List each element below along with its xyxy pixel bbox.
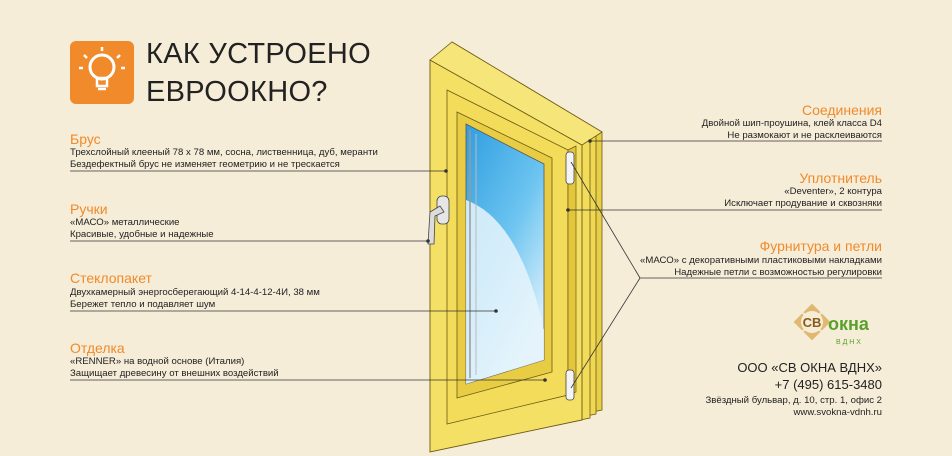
brus-line-1: Трехслойный клееный 78 х 78 мм, сосна, л… — [70, 147, 378, 158]
company-address: Звёздный бульвар, д. 10, стр. 1, офис 2 — [705, 395, 882, 406]
title-line-1: КАК УСТРОЕНО — [146, 38, 372, 70]
label-uplotnitel: Уплотнитель — [799, 170, 882, 186]
company-phone: +7 (495) 615-3480 — [774, 377, 882, 392]
title-line-2: ЕВРООКНО? — [146, 76, 328, 108]
soedineniya-line-2: Не размокают и не расклеиваются — [727, 130, 882, 141]
company-name: ООО «СВ ОКНА ВДНХ» — [737, 360, 882, 375]
uplotnitel-line-1: «Deventer», 2 контура — [784, 186, 882, 197]
company-logo: СВ окна В Д Н Х — [792, 300, 884, 350]
furnitura-line-2: Надежные петли с возможностью регулировк… — [674, 267, 882, 278]
steklopaket-line-2: Бережет тепло и подавляет шум — [70, 299, 216, 310]
soedineniya-line-1: Двойной шип-проушина, клей класса D4 — [701, 118, 882, 129]
label-furnitura: Фурнитура и петли — [759, 238, 882, 254]
logo-sv: СВ — [803, 315, 822, 330]
brus-line-2: Бездефектный брус не изменяет геометрию … — [70, 159, 340, 170]
uplotnitel-line-2: Исключает продувание и сквозняки — [724, 198, 882, 209]
logo-vdnh: В Д Н Х — [836, 339, 861, 346]
company-website[interactable]: www.svokna-vdnh.ru — [793, 407, 882, 418]
otdelka-line-2: Защищает древесину от внешних воздействи… — [70, 368, 279, 379]
label-ruchki: Ручки — [70, 201, 108, 217]
label-steklopaket: Стеклопакет — [70, 270, 152, 286]
lightbulb-icon — [70, 41, 134, 104]
label-soedineniya: Соединения — [801, 102, 882, 118]
steklopaket-line-1: Двухкамерный энергосберегающий 4-14-4-12… — [70, 287, 320, 298]
label-brus: Брус — [70, 131, 101, 147]
logo-okna: окна — [828, 314, 870, 334]
label-otdelka: Отделка — [70, 340, 125, 356]
ruchki-line-1: «МАСО» металлические — [70, 217, 180, 228]
otdelka-line-1: «RENNER» на водной основе (Италия) — [70, 356, 245, 367]
ruchki-line-2: Красивые, удобные и надежные — [70, 229, 214, 240]
furnitura-line-1: «МАСО» с декоративными пластиковыми накл… — [640, 255, 882, 266]
